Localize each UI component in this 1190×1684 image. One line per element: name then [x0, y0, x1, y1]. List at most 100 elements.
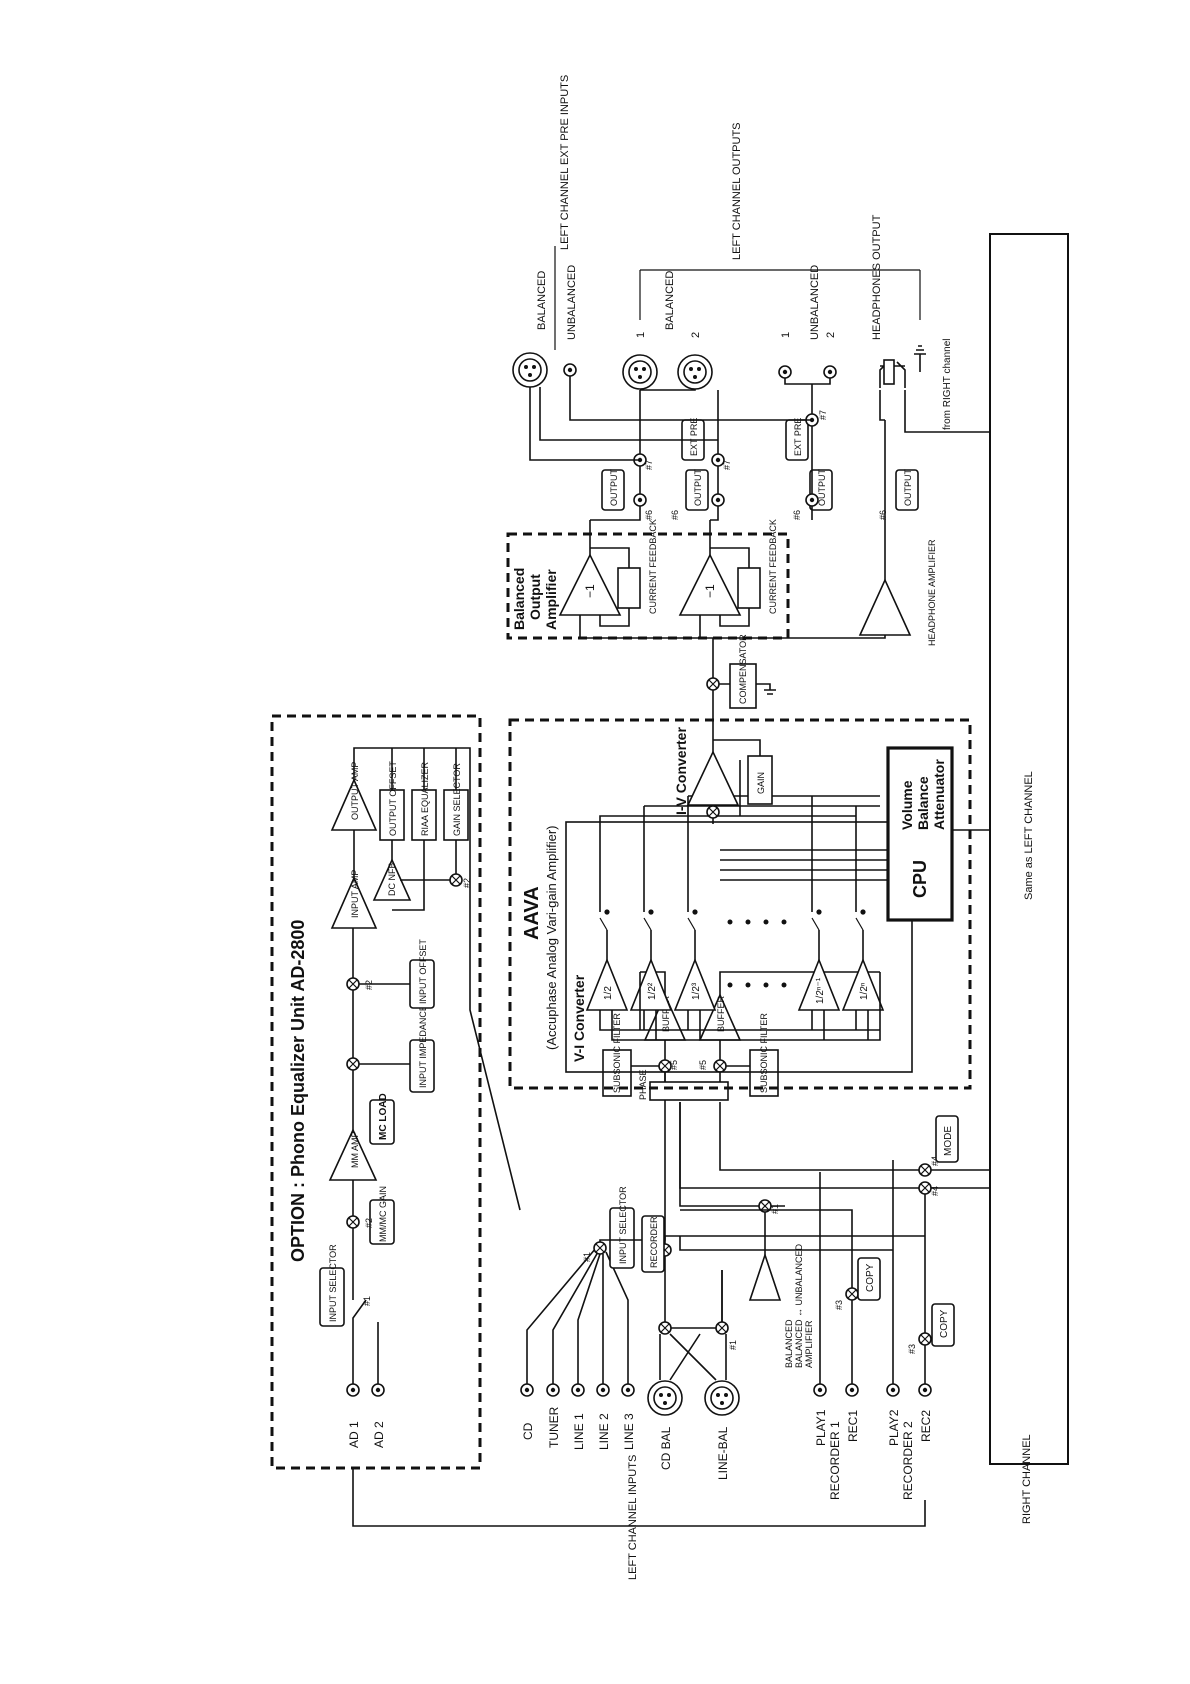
balanced-amp-title-3: Amplifier: [543, 569, 559, 630]
cpu-block[interactable]: [886, 746, 954, 922]
ref-buf-5b: #5: [698, 1060, 708, 1070]
cpu-label: CPU: [910, 860, 930, 898]
balanced-output-2-xlr[interactable]: [677, 354, 713, 390]
subsonic-filter-1: [602, 1049, 632, 1097]
ad-input-amp-label: INPUT AMP: [350, 870, 360, 918]
ad-mixer-impedance: [346, 1057, 360, 1071]
line-bal-xlr[interactable]: [704, 1380, 740, 1416]
ref-out-7c: #7: [818, 410, 828, 420]
line2-jack[interactable]: [596, 1383, 610, 1397]
output-button-4[interactable]: [895, 469, 919, 511]
vi-fraction-1: 1/2: [603, 986, 614, 1000]
ad-output-offset-label: OUTPUT OFFSET: [388, 761, 398, 836]
vi-amp-1: [585, 957, 629, 1011]
current-feedback-2-label: CURRENT FEEDBACK: [768, 519, 778, 614]
ext-unbalanced-jack[interactable]: [563, 363, 577, 377]
current-feedback-1: [617, 567, 641, 609]
option-title: OPTION : Phono Equalizer Unit AD-2800: [288, 920, 308, 1262]
subsonic-filter-1-label: SUBSONIC FILTER: [612, 1013, 622, 1093]
ad-output-amp-label: OUTPUT AMP: [350, 762, 360, 820]
ad-gain-selector-label: GAIN SELECTOR: [452, 763, 462, 836]
mode-button[interactable]: [935, 1115, 959, 1163]
ref-ad-2a: #2: [364, 1218, 374, 1228]
tuner-label: TUNER: [547, 1406, 561, 1448]
output-label-3: OUTPUT: [817, 469, 827, 507]
output-label-4: OUTPUT: [903, 469, 913, 507]
headphone-amplifier: [858, 578, 912, 636]
balanced-amp-border: [506, 532, 790, 640]
ref-ad-1: #1: [362, 1296, 372, 1306]
out-switch-6b: [711, 493, 725, 507]
line3-jack[interactable]: [621, 1383, 635, 1397]
unbalanced-output-label: UNBALANCED: [809, 265, 821, 340]
phase-label: PHASE: [638, 1069, 648, 1100]
ad-riaa-equalizer-label: RIAA EQUALIZER: [420, 761, 430, 836]
right-channel-label: RIGHT CHANNEL: [1021, 1434, 1033, 1524]
play1-jack[interactable]: [813, 1383, 827, 1397]
ad2-label: AD 2: [372, 1421, 386, 1448]
balanced-output-1-num: 1: [635, 332, 647, 338]
tuner-jack[interactable]: [546, 1383, 560, 1397]
vi-fraction-4: 1/2ⁿ⁻¹: [815, 977, 826, 1004]
ad-mm-amp-label: MM AMP: [350, 1131, 360, 1168]
ext-pre-label-1: EXT PRE: [689, 418, 699, 456]
buffer-1-label: BUFFER: [661, 995, 671, 1032]
ext-balanced-xlr[interactable]: [512, 352, 548, 388]
output-label-2: OUTPUT: [693, 469, 703, 507]
cd-jack[interactable]: [520, 1383, 534, 1397]
subsonic-filter-2-label: SUBSONIC FILTER: [759, 1013, 769, 1093]
output-button-1[interactable]: [601, 469, 625, 511]
vi-converter-label: V-I Converter: [571, 974, 587, 1062]
buffer-mixer-2: [713, 1059, 727, 1073]
ad-input-selector-box: [319, 1267, 345, 1327]
copy-button-1[interactable]: [857, 1257, 881, 1301]
phase-box: [649, 1081, 729, 1101]
balanced-output-1-xlr[interactable]: [622, 354, 658, 390]
left-channel-inputs-label: LEFT CHANNEL INPUTS: [627, 1455, 639, 1580]
vi-amp-4: [797, 957, 841, 1011]
vi-converter-border: [565, 821, 913, 1073]
current-feedback-1-label: CURRENT FEEDBACK: [648, 519, 658, 614]
play1-label: PLAY1: [814, 1409, 828, 1446]
input-selector-box[interactable]: [609, 1207, 635, 1269]
vi-fraction-2: 1/2²: [647, 982, 658, 1000]
line3-label: LINE 3: [622, 1413, 636, 1450]
mode-label: MODE: [943, 1126, 954, 1156]
ad1-jack[interactable]: [346, 1383, 360, 1397]
iv-converter-amp: [686, 750, 740, 806]
iv-mixer: [706, 805, 720, 819]
line2-label: LINE 2: [597, 1413, 611, 1450]
input-selector-switch[interactable]: [593, 1241, 607, 1255]
headphone-amplifier-label: HEADPHONE AMPLIFIER: [927, 539, 937, 646]
current-feedback-2: [737, 567, 761, 609]
balanced-unbalanced-amp: [748, 1252, 782, 1301]
unbalanced-output-1-jack[interactable]: [778, 365, 792, 379]
compensator-mixer: [706, 677, 720, 691]
headphones-jack[interactable]: [879, 359, 906, 388]
gain-box: [747, 755, 773, 805]
ref-in-1b: #1: [728, 1340, 738, 1350]
balanced-output-2-num: 2: [690, 332, 702, 338]
recorder-box[interactable]: [641, 1215, 665, 1273]
rec1-jack[interactable]: [845, 1383, 859, 1397]
ad-input-impedance-label: INPUT IMPEDANCE: [418, 1005, 428, 1088]
line1-jack[interactable]: [571, 1383, 585, 1397]
ref-mode-4b: #4: [930, 1156, 940, 1166]
play2-jack[interactable]: [886, 1383, 900, 1397]
switch-ellipsis: [727, 919, 787, 925]
ref-out-6b: #6: [670, 510, 680, 520]
minus-one-2: −1: [703, 584, 717, 598]
ref-out-7a: #7: [644, 460, 654, 470]
cd-bal-xlr[interactable]: [647, 1380, 683, 1416]
unbalanced-output-2-jack[interactable]: [823, 365, 837, 379]
ad2-jack[interactable]: [371, 1383, 385, 1397]
rec2-jack[interactable]: [918, 1383, 932, 1397]
attenuator-label: Attenuator: [931, 759, 947, 830]
vi-amp-2: [629, 957, 673, 1011]
aava-switches: [599, 909, 866, 931]
vi-fraction-3: 1/2³: [691, 982, 702, 1000]
copy-button-2[interactable]: [931, 1303, 955, 1347]
unbalanced-output-1-num: 1: [780, 332, 792, 338]
output-button-2[interactable]: [685, 469, 709, 511]
vi-ellipsis: [727, 982, 787, 988]
